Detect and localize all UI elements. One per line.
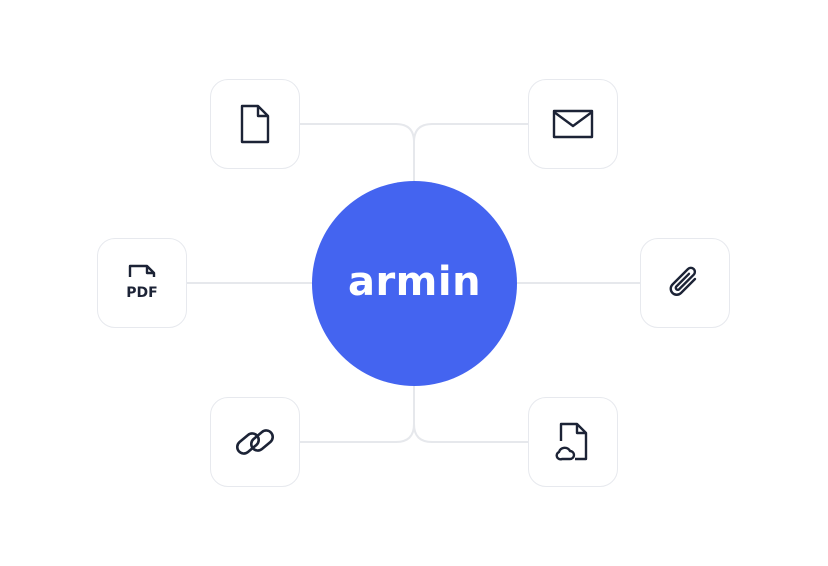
connector-cloud-file — [413, 385, 529, 443]
link-node[interactable] — [210, 397, 300, 487]
hub-label: armin — [347, 258, 482, 305]
email-node[interactable] — [528, 79, 618, 169]
connector-document — [299, 123, 415, 182]
connector-email — [413, 123, 529, 182]
connector-link — [299, 385, 415, 443]
pdf-node[interactable]: PDF — [97, 238, 187, 328]
pdf-label: PDF — [126, 285, 157, 301]
envelope-icon — [552, 109, 594, 139]
paperclip-icon — [669, 266, 697, 296]
document-icon — [240, 104, 270, 144]
link-icon — [235, 429, 275, 455]
attachment-node[interactable] — [640, 238, 730, 328]
cloud-file-node[interactable] — [528, 397, 618, 487]
document-node[interactable] — [210, 79, 300, 169]
armin-hub: armin — [312, 181, 517, 386]
pdf-file-icon: PDF — [126, 264, 158, 301]
cloud-file-icon — [555, 422, 588, 461]
